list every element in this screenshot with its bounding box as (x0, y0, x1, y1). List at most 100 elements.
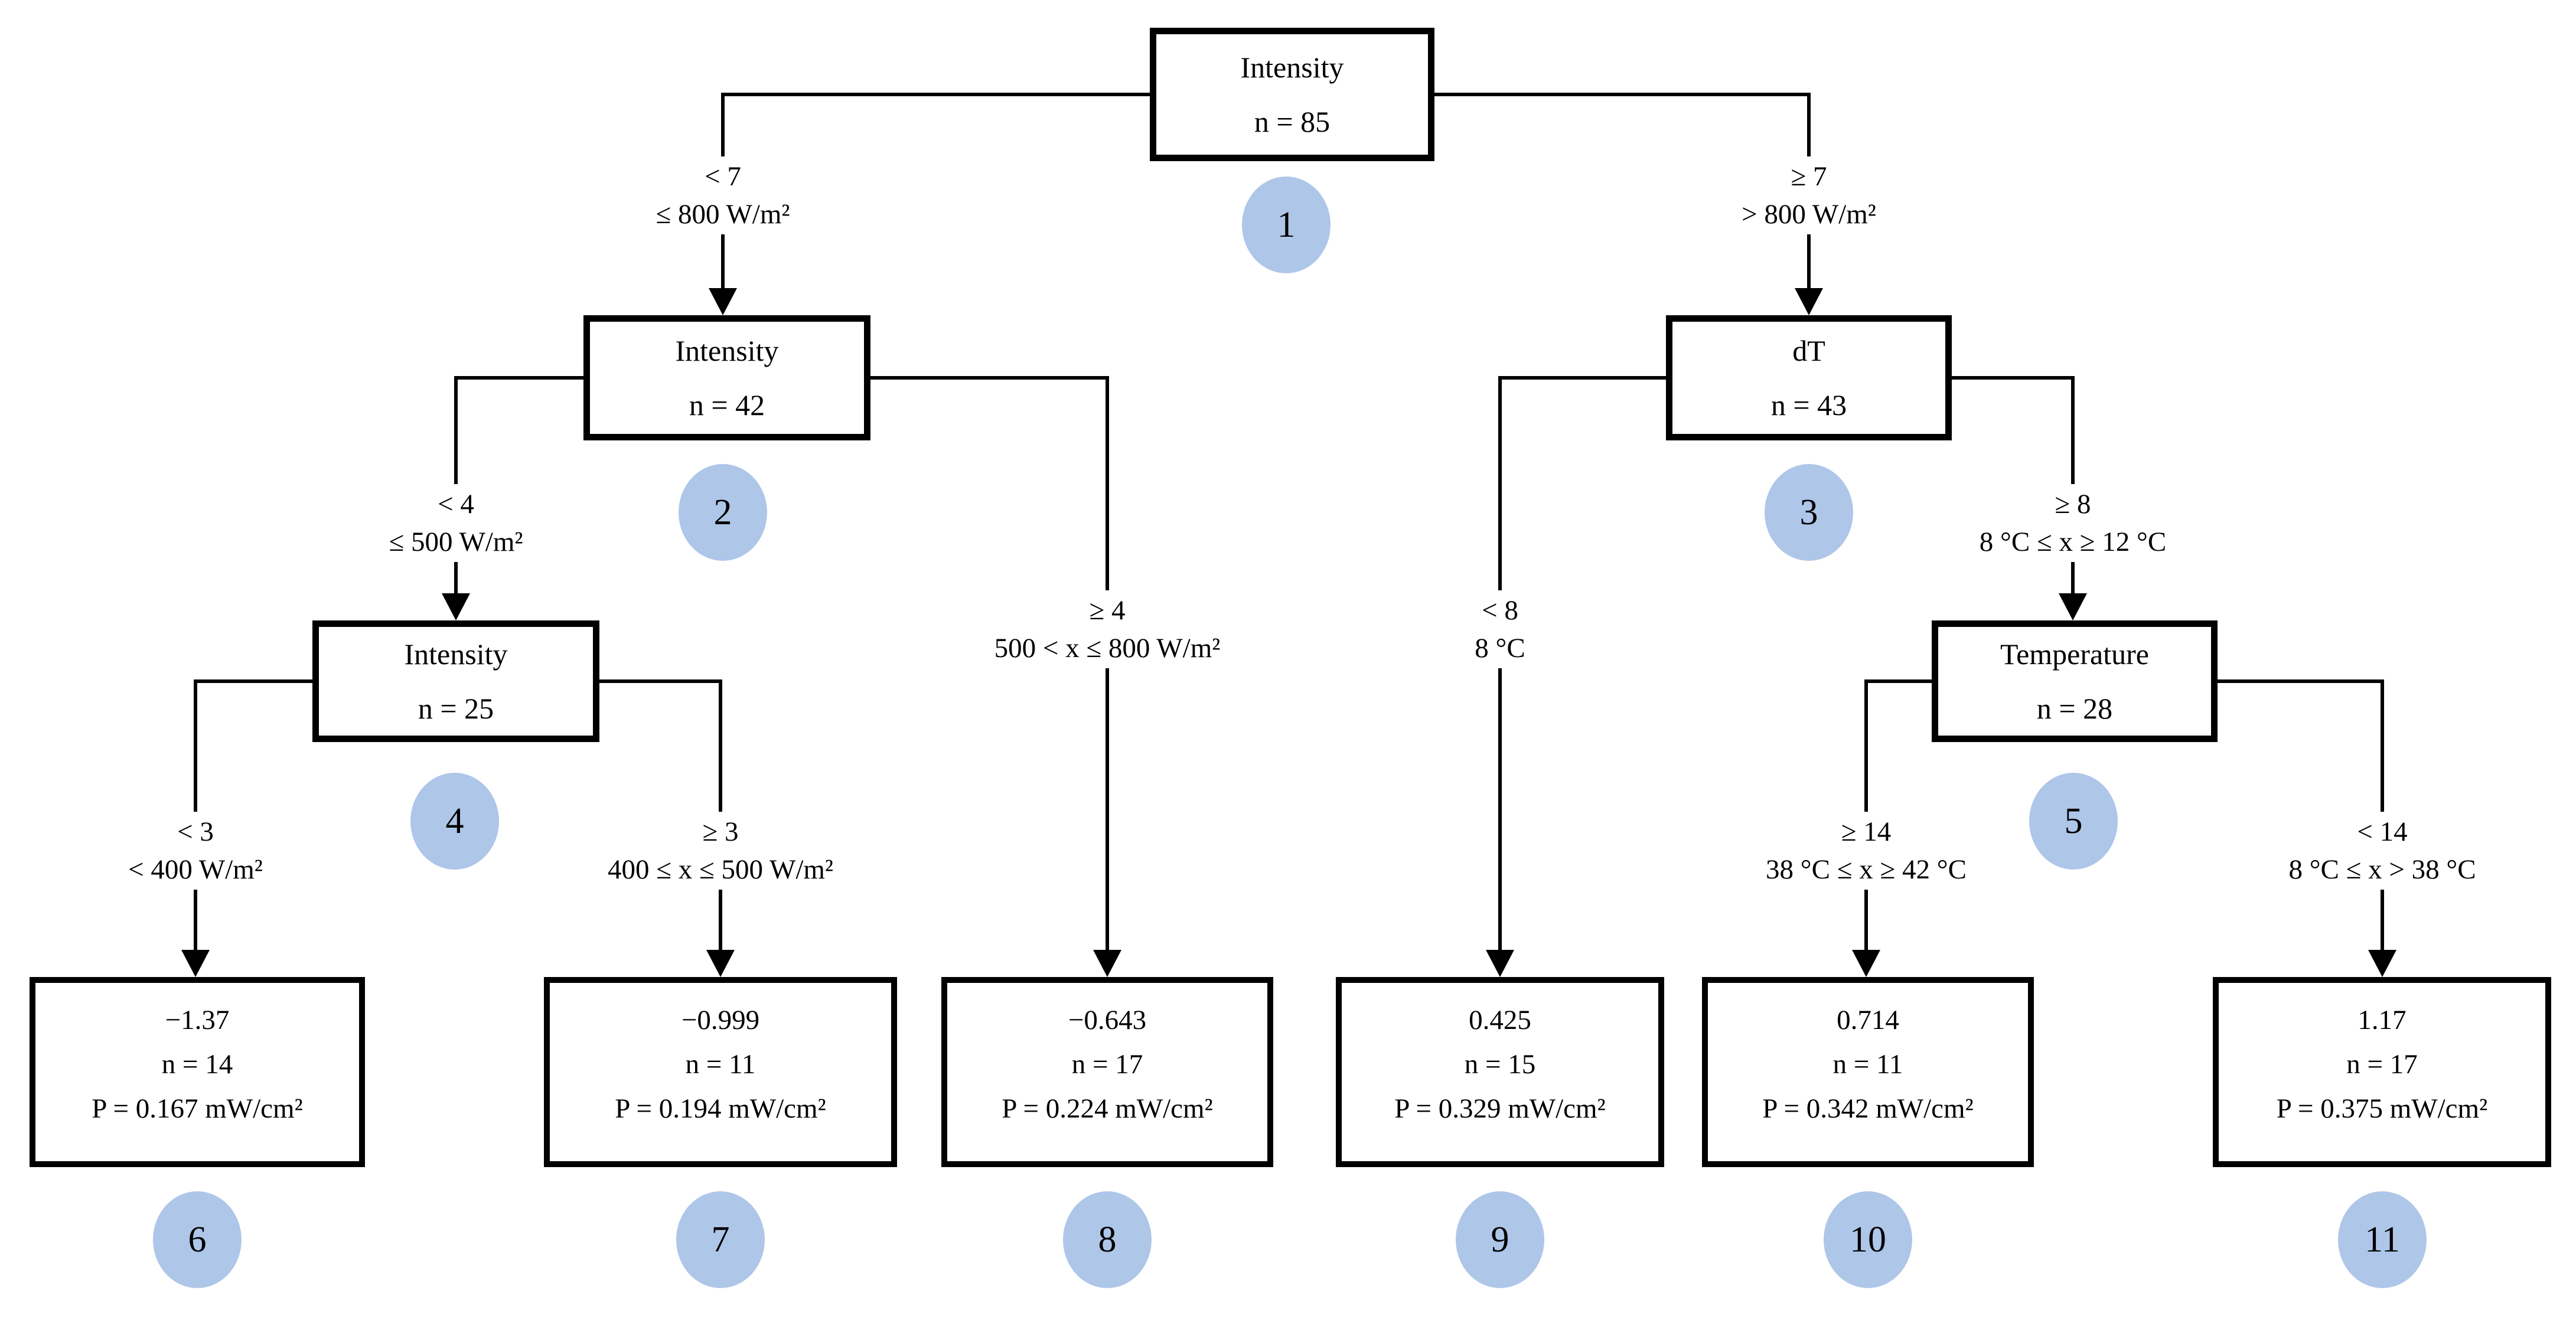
edge-range: 8 °C (1475, 633, 1525, 664)
edge-condition: < 4 (438, 489, 474, 519)
edge-label-n3-to-5: ≥ 8 8 °C ≤ x ≥ 12 °C (1971, 484, 2175, 562)
leaf-count: n = 11 (685, 1048, 756, 1080)
arrowhead-into-leaf-8 (1093, 950, 1121, 977)
leaf-power: P = 0.375 mW/cm² (2276, 1093, 2488, 1124)
badge-5: 5 (2029, 773, 2118, 870)
badge-1: 1 (1242, 177, 1331, 273)
arrowhead-into-leaf-7 (706, 950, 735, 977)
leaf-value: −1.37 (165, 1004, 230, 1035)
arrowhead-into-leaf-6 (181, 950, 210, 977)
node-count: n = 42 (689, 388, 765, 422)
leaf-power: P = 0.329 mW/cm² (1394, 1093, 1606, 1124)
edge-condition: ≥ 8 (2055, 489, 2091, 519)
connector-n4-right-h (598, 679, 722, 683)
connector-n4-left-h (194, 679, 314, 683)
edge-range: > 800 W/m² (1742, 199, 1876, 230)
leaf-power: P = 0.194 mW/cm² (615, 1093, 826, 1124)
badge-2: 2 (679, 464, 767, 561)
leaf-9: 0.425 n = 15 P = 0.329 mW/cm² (1336, 977, 1664, 1167)
leaf-10: 0.714 n = 11 P = 0.342 mW/cm² (1702, 977, 2034, 1167)
node-title: Intensity (675, 334, 779, 367)
node-1-root: Intensity n = 85 (1150, 28, 1434, 161)
leaf-11: 1.17 n = 17 P = 0.375 mW/cm² (2213, 977, 2551, 1167)
connector-n5-left-h (1864, 679, 1933, 683)
edge-range: 500 < x ≤ 800 W/m² (994, 633, 1221, 664)
arrowhead-into-leaf-11 (2368, 950, 2396, 977)
edge-condition: ≥ 4 (1089, 595, 1126, 626)
node-count: n = 43 (1770, 388, 1847, 422)
edge-label-n5-to-11: < 14 8 °C ≤ x > 38 °C (2280, 812, 2484, 890)
node-2: Intensity n = 42 (583, 315, 870, 440)
edge-range: ≤ 500 W/m² (389, 527, 523, 557)
arrowhead-into-node-5 (2059, 593, 2087, 620)
arrowhead-into-node-4 (442, 593, 470, 620)
leaf-count: n = 15 (1464, 1048, 1536, 1080)
connector-n3-right-h (1950, 376, 2075, 380)
edge-range: 38 °C ≤ x ≥ 42 °C (1766, 854, 1967, 885)
node-title: Temperature (2000, 638, 2149, 671)
node-4: Intensity n = 25 (312, 620, 599, 742)
connector-root-left-h (721, 93, 1152, 96)
edge-condition: ≥ 7 (1791, 161, 1827, 192)
leaf-value: 1.17 (2357, 1004, 2407, 1035)
badge-10: 10 (1824, 1191, 1912, 1288)
leaf-7: −0.999 n = 11 P = 0.194 mW/cm² (544, 977, 897, 1167)
node-count: n = 85 (1254, 105, 1331, 138)
badge-4: 4 (410, 773, 499, 870)
arrowhead-into-leaf-9 (1486, 950, 1514, 977)
leaf-count: n = 17 (2346, 1048, 2418, 1080)
leaf-power: P = 0.224 mW/cm² (1002, 1093, 1213, 1124)
arrowhead-into-leaf-10 (1852, 950, 1880, 977)
leaf-8: −0.643 n = 17 P = 0.224 mW/cm² (941, 977, 1273, 1167)
node-5: Temperature n = 28 (1932, 620, 2218, 742)
connector-root-right-h (1433, 93, 1811, 96)
leaf-value: −0.999 (681, 1004, 760, 1035)
leaf-count: n = 11 (1832, 1048, 1903, 1080)
leaf-power: P = 0.167 mW/cm² (92, 1093, 303, 1124)
edge-label-n5-to-10: ≥ 14 38 °C ≤ x ≥ 42 °C (1757, 812, 1975, 890)
edge-condition: < 3 (177, 816, 214, 847)
leaf-value: 0.714 (1837, 1004, 1899, 1035)
edge-condition: < 8 (1482, 595, 1518, 626)
badge-9: 9 (1456, 1191, 1544, 1288)
arrowhead-into-node-2 (709, 288, 737, 315)
badge-11: 11 (2338, 1191, 2427, 1288)
arrowhead-into-node-3 (1795, 288, 1823, 315)
edge-range: ≤ 800 W/m² (656, 199, 790, 230)
leaf-count: n = 17 (1071, 1048, 1143, 1080)
edge-range: 8 °C ≤ x ≥ 12 °C (1979, 527, 2167, 557)
node-3: dT n = 43 (1666, 315, 1952, 440)
badge-6: 6 (153, 1191, 242, 1288)
connector-n3-left-h (1498, 376, 1668, 380)
edge-range: 8 °C ≤ x > 38 °C (2288, 854, 2476, 885)
edge-range: < 400 W/m² (128, 854, 263, 885)
node-title: Intensity (404, 638, 508, 671)
node-count: n = 28 (2036, 692, 2113, 725)
leaf-power: P = 0.342 mW/cm² (1762, 1093, 1974, 1124)
connector-n5-right-h (2216, 679, 2384, 683)
edge-range: 400 ≤ x ≤ 500 W/m² (607, 854, 834, 885)
edge-label-root-to-2: < 7 ≤ 800 W/m² (647, 156, 798, 234)
node-title: Intensity (1240, 51, 1344, 84)
node-title: dT (1792, 334, 1825, 367)
edge-condition: ≥ 3 (702, 816, 739, 847)
connector-n2-left-h (454, 376, 585, 380)
edge-label-n3-to-9: < 8 8 °C (1466, 590, 1534, 668)
edge-label-n2-to-8: ≥ 4 500 < x ≤ 800 W/m² (986, 590, 1229, 668)
node-count: n = 25 (418, 692, 494, 725)
edge-condition: < 7 (705, 161, 741, 192)
leaf-count: n = 14 (161, 1048, 233, 1080)
edge-condition: < 14 (2357, 816, 2408, 847)
leaf-value: −0.643 (1068, 1004, 1147, 1035)
edge-label-n4-to-6: < 3 < 400 W/m² (120, 812, 271, 890)
leaf-6: −1.37 n = 14 P = 0.167 mW/cm² (30, 977, 365, 1167)
connector-n2-right-h (869, 376, 1109, 380)
leaf-value: 0.425 (1469, 1004, 1531, 1035)
badge-3: 3 (1765, 464, 1853, 561)
badge-7: 7 (676, 1191, 765, 1288)
edge-label-root-to-3: ≥ 7 > 800 W/m² (1733, 156, 1884, 234)
edge-label-n4-to-7: ≥ 3 400 ≤ x ≤ 500 W/m² (599, 812, 842, 890)
edge-condition: ≥ 14 (1841, 816, 1892, 847)
edge-label-n2-to-4: < 4 ≤ 500 W/m² (380, 484, 531, 562)
